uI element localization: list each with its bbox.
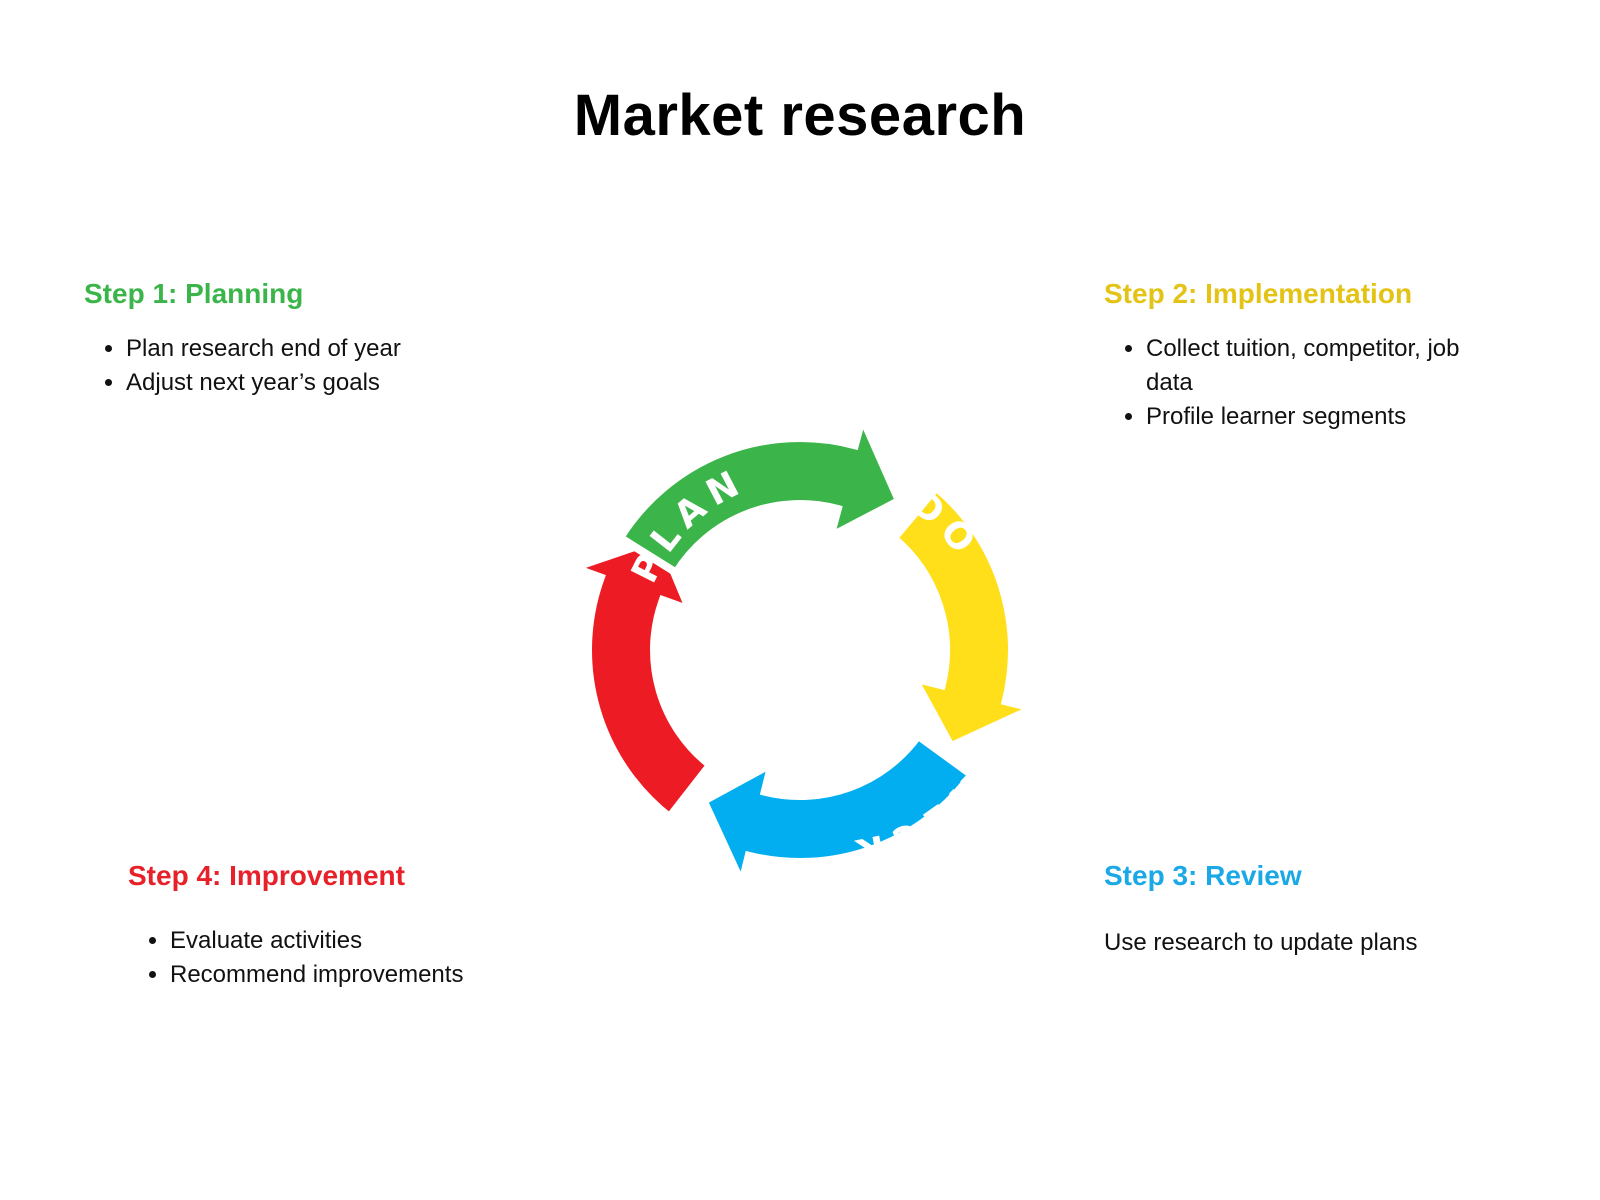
step-1-block: Step 1: Planning Plan research end of ye…: [84, 278, 504, 400]
step-2-list: Collect tuition, competitor, job data Pr…: [1104, 332, 1504, 434]
step-1-list: Plan research end of year Adjust next ye…: [84, 332, 504, 400]
step-4-heading: Step 4: Improvement: [128, 860, 405, 891]
cycle-arrow-check: [698, 730, 978, 896]
step-4-list: Evaluate activities Recommend improvemen…: [128, 924, 528, 992]
step-4-block: Step 4: Improvement Evaluate activities …: [128, 860, 528, 992]
cycle-arrow-act: [561, 533, 716, 823]
step-3-heading: Step 3: Review: [1104, 860, 1302, 891]
list-item: Plan research end of year: [126, 332, 504, 366]
step-1-heading: Step 1: Planning: [84, 278, 304, 309]
step-2-block: Step 2: Implementation Collect tuition, …: [1104, 278, 1504, 434]
cycle-arrow-plan: [614, 405, 905, 579]
list-item: Evaluate activities: [170, 924, 528, 958]
cycle-arrow-do: [888, 481, 1046, 752]
step-3-block: Step 3: Review Use research to update pl…: [1104, 860, 1524, 960]
page-title: Market research: [573, 83, 1027, 148]
step-3-text: Use research to update plans: [1104, 929, 1418, 956]
list-item: Collect tuition, competitor, job data: [1146, 332, 1504, 400]
list-item: Profile learner segments: [1146, 400, 1504, 434]
list-item: Adjust next year’s goals: [126, 366, 504, 400]
list-item: Recommend improvements: [170, 958, 528, 992]
step-2-heading: Step 2: Implementation: [1104, 278, 1413, 309]
